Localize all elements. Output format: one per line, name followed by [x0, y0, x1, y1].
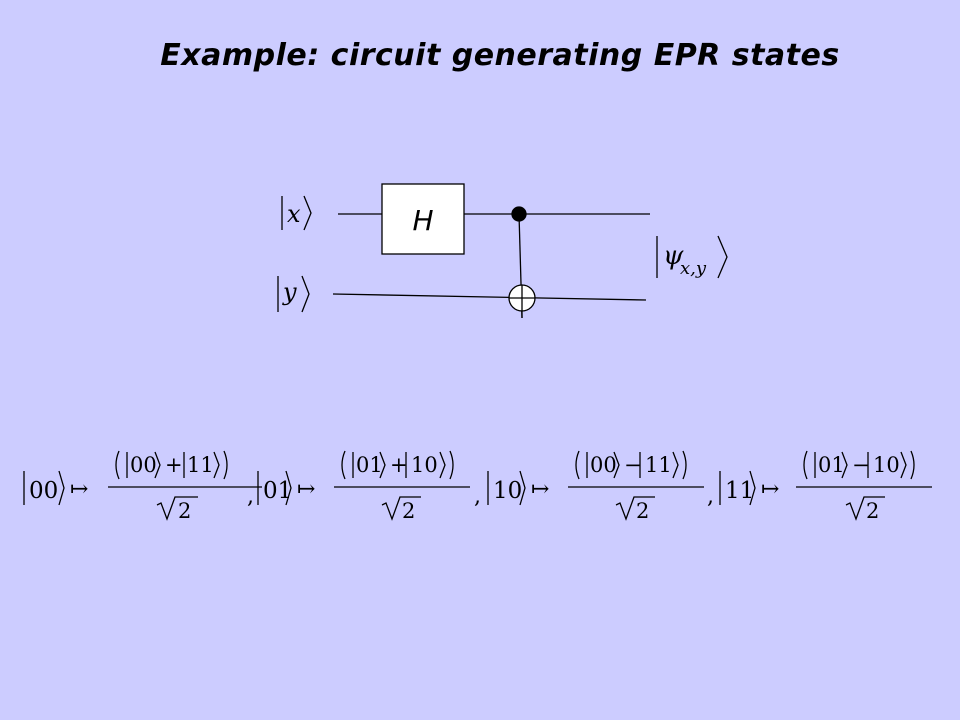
- hadamard-gate: [381, 183, 465, 255]
- output-ket-psi: [656, 235, 728, 279]
- output-label-psi: ψ: [663, 241, 684, 271]
- control-dot: [511, 206, 527, 222]
- ket-a-1: 01: [356, 453, 383, 477]
- epr-equation: 00 ↦ 00 + 11 2 , 01 ↦ 01: [23, 450, 932, 523]
- input-ket-3: 11: [725, 478, 754, 504]
- map-term-3: 11 ↦ 01 − 10 2: [719, 450, 932, 523]
- denominator-1: 2: [402, 499, 415, 523]
- input-label-y: y: [282, 278, 297, 306]
- input-ket-x: [281, 195, 312, 231]
- denominator-3: 2: [866, 499, 879, 523]
- ket-b-3: 10: [873, 453, 900, 477]
- denominator-2: 2: [636, 499, 649, 523]
- ket-b-2: 11: [645, 453, 672, 477]
- mapsto-1: ↦: [297, 477, 315, 502]
- ket-a-2: 00: [590, 453, 617, 477]
- wire-y: [332, 293, 647, 301]
- op-0: +: [165, 453, 183, 477]
- slide-title: Example: circuit generating EPR states: [160, 38, 840, 73]
- ket-a-0: 00: [130, 453, 157, 477]
- input-label-x: x: [287, 200, 301, 228]
- map-term-2: 10 ↦ 00 − 11 2 ,: [487, 450, 714, 523]
- op-1: +: [390, 453, 408, 477]
- output-subscript: x,y: [680, 258, 707, 279]
- input-ket-1: 01: [263, 478, 292, 504]
- map-term-0: 00 ↦ 00 + 11 2 ,: [23, 450, 262, 523]
- mapsto-0: ↦: [70, 477, 88, 502]
- input-ket-y: [277, 275, 310, 313]
- separator-0: ,: [247, 484, 254, 509]
- ket-a-3: 01: [818, 453, 845, 477]
- mapsto-3: ↦: [761, 477, 779, 502]
- denominator-0: 2: [178, 499, 191, 523]
- op-3: −: [852, 453, 870, 477]
- ket-b-1: 10: [411, 453, 438, 477]
- cnot-gate: [508, 206, 536, 319]
- ket-b-0: 11: [187, 453, 214, 477]
- op-2: −: [624, 453, 642, 477]
- input-ket-0: 00: [29, 478, 58, 504]
- separator-2: ,: [707, 484, 714, 509]
- hadamard-label: H: [412, 204, 433, 237]
- map-term-1: 01 ↦ 01 + 10 2 ,: [257, 450, 481, 523]
- input-ket-2: 10: [493, 478, 522, 504]
- separator-1: ,: [474, 484, 481, 509]
- mapsto-2: ↦: [531, 477, 549, 502]
- quantum-circuit: [277, 183, 728, 319]
